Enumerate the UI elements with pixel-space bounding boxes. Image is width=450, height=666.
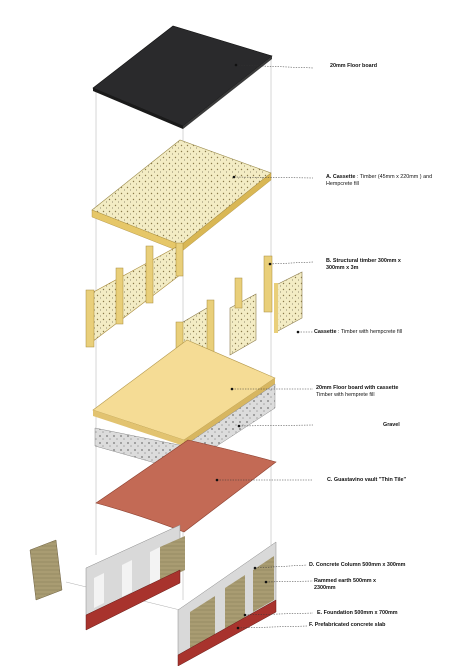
cassette-panel-right [274,271,303,333]
leader-dots [215,63,300,630]
foundation-back [85,524,185,631]
dark-floor-board [92,25,273,129]
cassette-panel-middle [229,277,257,356]
label-prefab-slab: F. Prefabricated concrete slab [309,622,386,628]
leader-lines [217,64,314,629]
label-structural-timber: B. Structural timber 300mm x 300mm x 3m [326,258,401,271]
hempcrete-cassette-slab [91,139,272,253]
guastavino-vault [95,439,277,533]
label-foundation: E. Foundation 500mm x 700mm [317,610,398,616]
structural-timber-post [263,255,273,313]
label-cassette: Cassette : Timber with hempcrete fill [314,329,403,335]
timber-wall-left [85,242,184,348]
wood-floor-board-with-cassette [92,339,276,446]
rammed-earth-block [29,539,63,601]
label-rammed-earth: Rammed earth 500mm x 2300mm [314,578,377,591]
foundation-front [177,541,277,666]
label-cassette-a: A. Cassette : Timber (45mm x 220mm ) and… [326,174,433,187]
label-concrete-column: D. Concrete Column 500mm x 300mm [309,562,406,568]
label-floor-board: 20mm Floor board [330,63,378,69]
label-guastavino: C. Guastavino vault "Thin Tile" [327,477,406,483]
label-gravel: Gravel [383,422,400,428]
